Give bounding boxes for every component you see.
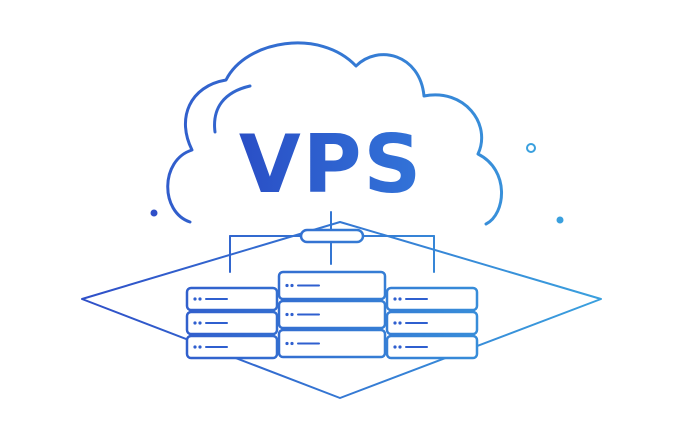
server-rack-icon [385,286,479,360]
server-rack-icon [185,286,279,360]
server-racks [185,270,479,360]
server-unit [385,334,479,360]
server-led-icon [285,341,289,346]
server-unit [185,334,279,360]
server-led-icon [193,297,197,301]
server-led-icon [193,345,197,349]
server-unit [185,310,279,336]
server-led-icon [290,341,294,346]
decorative-dot-icon [150,209,158,217]
server-led-icon [198,321,202,325]
server-unit [185,286,279,312]
server-led-icon [285,312,289,317]
network-hub-icon [229,211,435,273]
server-led-icon [290,283,294,288]
decorative-dot-icon [556,216,564,224]
network-hub-bar [299,228,365,244]
server-led-icon [290,312,294,317]
server-led-icon [393,345,397,349]
server-unit [277,270,387,301]
server-unit [277,328,387,359]
server-rack-icon [277,270,387,359]
server-unit [385,286,479,312]
vps-title: VPS [239,118,423,211]
server-led-icon [198,297,202,301]
server-unit [277,299,387,330]
server-led-icon [285,283,289,288]
server-led-icon [198,345,202,349]
server-led-icon [398,297,402,301]
cloud-icon [166,41,503,226]
server-led-icon [393,321,397,325]
server-led-icon [398,345,402,349]
server-led-icon [398,321,402,325]
decorative-ring-icon [526,143,536,153]
platform-diamond [81,221,602,399]
server-led-icon [193,321,197,325]
cloud-highlight-arc [213,84,252,134]
server-unit [385,310,479,336]
server-led-icon [393,297,397,301]
